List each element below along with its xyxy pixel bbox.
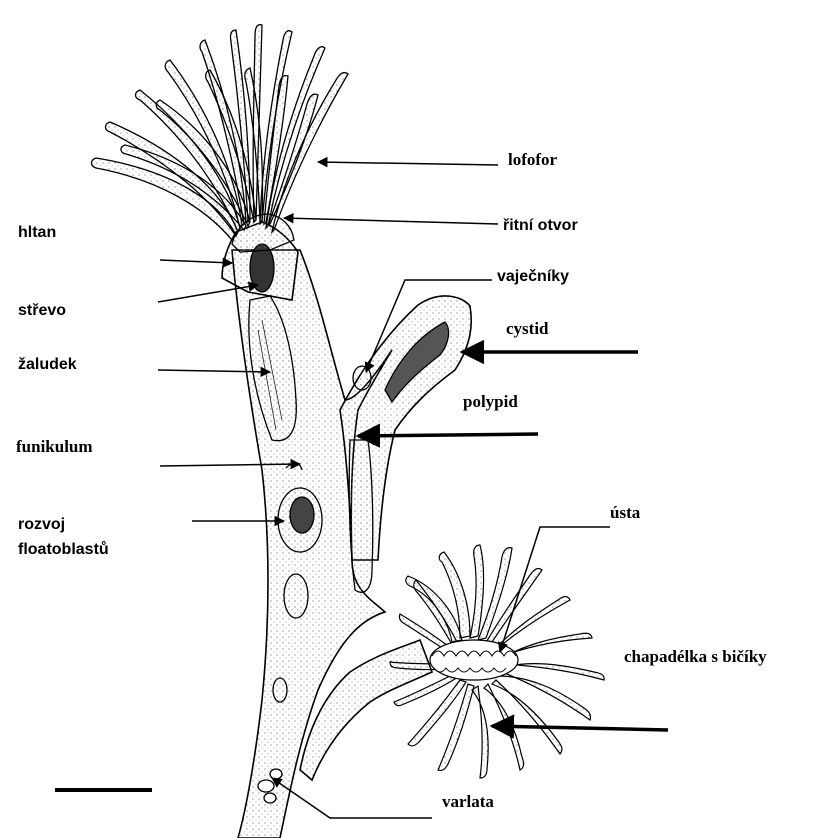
floatoblast-inner: [290, 497, 314, 533]
label-ritni-otvor: řitní otvor: [503, 217, 578, 235]
arrow-lofofor: [318, 162, 498, 165]
testes-1: [258, 780, 274, 792]
retracted-polypid: [349, 440, 373, 592]
arrow-polypid: [358, 434, 538, 436]
arrow-hltan: [160, 260, 232, 263]
label-usta: ústa: [610, 504, 640, 523]
label-funikulum: funikulum: [16, 438, 93, 457]
arrow-varlata: [272, 778, 432, 818]
floatoblast-small: [273, 678, 287, 702]
label-hltan: hltan: [18, 224, 56, 242]
label-rozvoj-line1: rozvoj: [18, 516, 65, 534]
label-vajecniky: vaječníky: [497, 268, 569, 286]
label-lofofor: lofofor: [508, 151, 557, 170]
label-rozvoj-line2: floatoblastů: [18, 541, 109, 559]
arrow-tentacles: [492, 726, 668, 730]
label-chapadelka: chapadélka s bičíky: [624, 648, 767, 667]
testes-3: [264, 793, 276, 803]
label-varlata: varlata: [442, 793, 494, 812]
ovary: [353, 366, 371, 390]
floatoblast-lower: [284, 574, 308, 618]
testes-2: [270, 769, 282, 779]
arrow-ritni-otvor: [284, 218, 498, 224]
label-polypid: polypid: [463, 393, 518, 412]
lophophore-upper: [92, 25, 349, 252]
label-cystid: cystid: [506, 320, 549, 339]
label-strevo: střevo: [18, 302, 66, 320]
mouth-ring: [430, 640, 518, 680]
label-zaludek: žaludek: [18, 356, 77, 374]
